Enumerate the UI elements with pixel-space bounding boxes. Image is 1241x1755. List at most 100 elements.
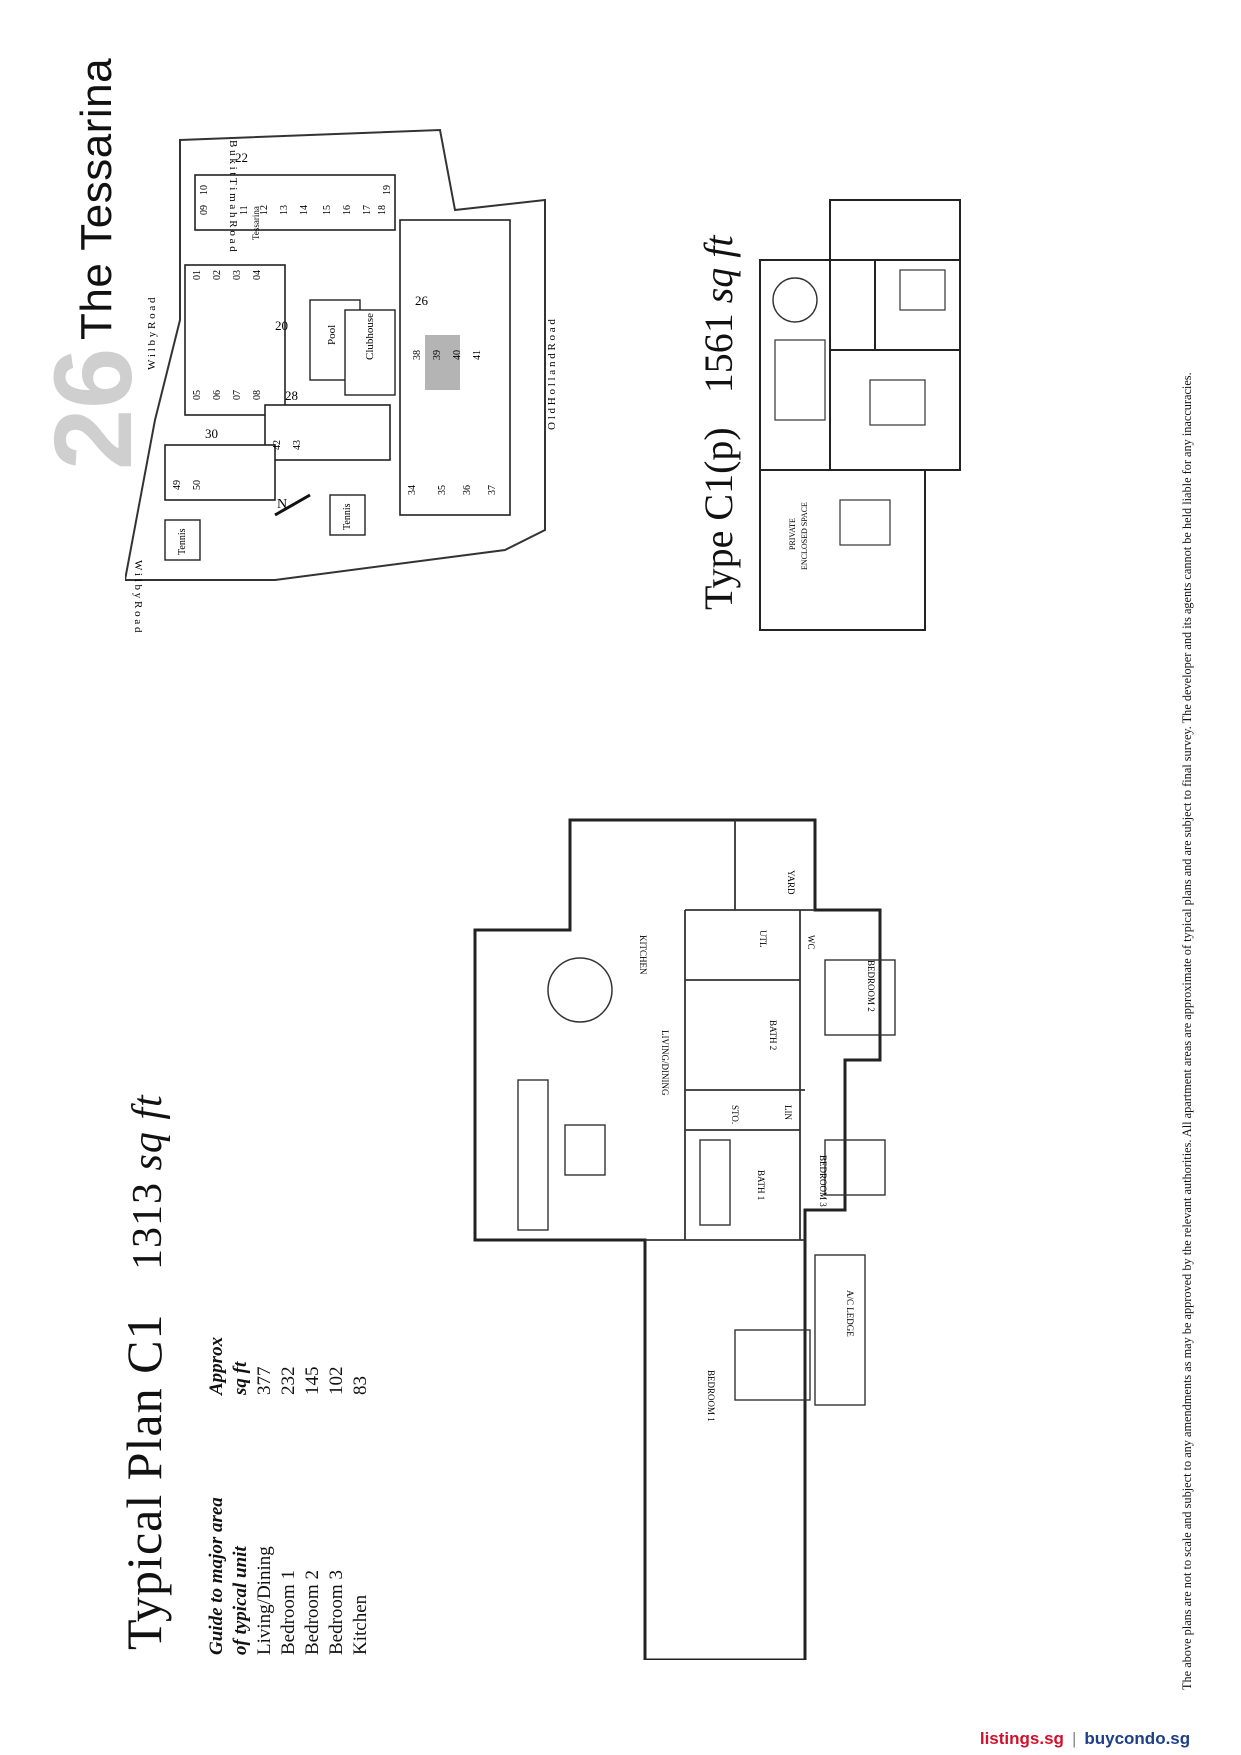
svg-text:36: 36 — [462, 485, 473, 495]
block-26-highlight — [425, 335, 460, 390]
development-name: The Tessarina — [72, 57, 121, 340]
clubhouse-outline — [344, 309, 396, 396]
block-label-20: 20 — [275, 318, 288, 333]
room-bedroom2: BEDROOM 2 — [866, 960, 876, 1012]
block-name: Tessarina — [251, 206, 261, 240]
link-listings[interactable]: listings.sg — [979, 1729, 1064, 1748]
area-table: Guide to major area Approx of typical un… — [205, 1335, 373, 1655]
private-space-label-1: PRIVATE — [788, 518, 797, 550]
tennis-court-1 — [164, 519, 201, 561]
block-label-30: 30 — [205, 426, 218, 441]
svg-text:43: 43 — [292, 440, 303, 450]
bed-bedroom3 — [824, 1139, 886, 1196]
approx-header-2: sq ft — [230, 1361, 251, 1395]
room-linen: LIN — [783, 1105, 793, 1120]
type-c1p-title: Type C1(p) 1561 sq ft — [696, 235, 741, 610]
svg-text:04: 04 — [252, 270, 263, 280]
room-wc: WC — [806, 935, 816, 950]
plan-area: 1313 sq ft — [125, 1094, 171, 1271]
bathtub — [699, 1139, 731, 1226]
ac-ledge-outline — [814, 1254, 866, 1406]
room-ac-ledge: A/C LEDGE — [845, 1290, 855, 1337]
block-30 — [164, 444, 276, 501]
dining-table — [547, 957, 613, 1023]
road-wilby-top: W i l b y R o a d — [146, 297, 158, 370]
room-bath2: BATH 2 — [768, 1020, 778, 1050]
svg-text:06: 06 — [212, 390, 223, 400]
svg-text:18: 18 — [377, 205, 388, 215]
svg-text:12: 12 — [259, 205, 270, 215]
floor-plan-c1: KITCHEN YARD UTL WC BEDROOM 2 BATH 2 LIV… — [473, 818, 896, 1660]
bed-icon — [869, 379, 926, 426]
svg-text:09: 09 — [199, 205, 210, 215]
link-buycondo[interactable]: buycondo.sg — [1084, 1729, 1191, 1748]
sofa — [517, 1079, 549, 1231]
svg-text:01: 01 — [192, 270, 203, 280]
svg-text:05: 05 — [192, 390, 203, 400]
svg-text:37: 37 — [487, 485, 498, 495]
north-label: N — [277, 497, 287, 512]
c1-outer-wall — [473, 818, 882, 1660]
room-living-dining: LIVING/DINING — [660, 1030, 670, 1096]
site-boundary — [125, 128, 546, 581]
svg-text:35: 35 — [437, 485, 448, 495]
area-guide: Guide to major area Approx of typical un… — [205, 1335, 373, 1655]
svg-text:03: 03 — [232, 270, 243, 280]
road-bukit-timah: B u k i t T i m a h R o a d — [227, 140, 239, 252]
approx-header-1: Approx — [206, 1336, 227, 1395]
tennis-label-2: Tennis — [342, 503, 353, 530]
tennis-label-1: Tennis — [177, 528, 188, 555]
floor-plan-c1p: PRIVATE ENCLOSED SPACE — [759, 199, 961, 631]
unit-numbers: 09 10 11 12 13 14 15 16 17 18 19 34 35 3… — [172, 185, 498, 495]
tennis-court-2 — [329, 494, 366, 536]
room-bath1: BATH 1 — [756, 1170, 766, 1200]
block-28 — [264, 404, 391, 461]
c1p-outer-wall — [759, 199, 961, 631]
bed-bedroom2 — [824, 959, 896, 1036]
block-label-26: 26 — [415, 293, 429, 308]
room-storage: STO. — [730, 1105, 740, 1124]
block-label-28: 28 — [285, 388, 298, 403]
block-20 — [184, 264, 286, 416]
svg-text:14: 14 — [299, 205, 310, 215]
svg-text:07: 07 — [232, 390, 243, 400]
svg-text:10: 10 — [199, 185, 210, 195]
private-space-label-2: ENCLOSED SPACE — [800, 502, 809, 570]
bed-icon — [899, 269, 946, 311]
room-yard: YARD — [786, 870, 796, 895]
dining-table — [772, 277, 818, 323]
road-wilby-bottom: W i l b y R o a d — [132, 560, 144, 633]
svg-text:39: 39 — [432, 350, 443, 360]
svg-text:50: 50 — [192, 480, 203, 490]
svg-text:42: 42 — [272, 440, 283, 450]
room-bedroom3: BEDROOM 3 — [818, 1155, 828, 1207]
north-arrow — [274, 493, 311, 517]
clubhouse-label: Clubhouse — [364, 313, 376, 360]
coffee-table — [564, 1124, 606, 1176]
bed-icon — [839, 499, 891, 546]
site-plan: N Pool Clubhouse Tennis Tennis W i l b y… — [125, 128, 558, 633]
guide-header-2: of typical unit — [230, 1546, 251, 1655]
svg-text:08: 08 — [252, 390, 263, 400]
svg-text:34: 34 — [407, 485, 418, 495]
svg-text:38: 38 — [412, 350, 423, 360]
block-22 — [194, 174, 396, 231]
svg-text:02: 02 — [212, 270, 223, 280]
road-old-holland: O l d H o l l a n d R o a d — [546, 319, 558, 430]
plan-title: Typical Plan C1 1313 sq ft — [115, 1094, 173, 1650]
block-label-22: 22 — [235, 150, 248, 165]
footer-separator: | — [1071, 1729, 1077, 1748]
pool-label: Pool — [326, 325, 338, 345]
svg-text:19: 19 — [382, 185, 393, 195]
sofa-set — [774, 339, 826, 421]
svg-text:15: 15 — [322, 205, 333, 215]
svg-text:11: 11 — [239, 205, 250, 215]
svg-text:40: 40 — [452, 350, 463, 360]
guide-header-1: Guide to major area — [206, 1497, 227, 1655]
svg-text:13: 13 — [279, 205, 290, 215]
svg-text:16: 16 — [342, 205, 353, 215]
room-bedroom1: BEDROOM 1 — [706, 1370, 716, 1422]
svg-text:49: 49 — [172, 480, 183, 490]
